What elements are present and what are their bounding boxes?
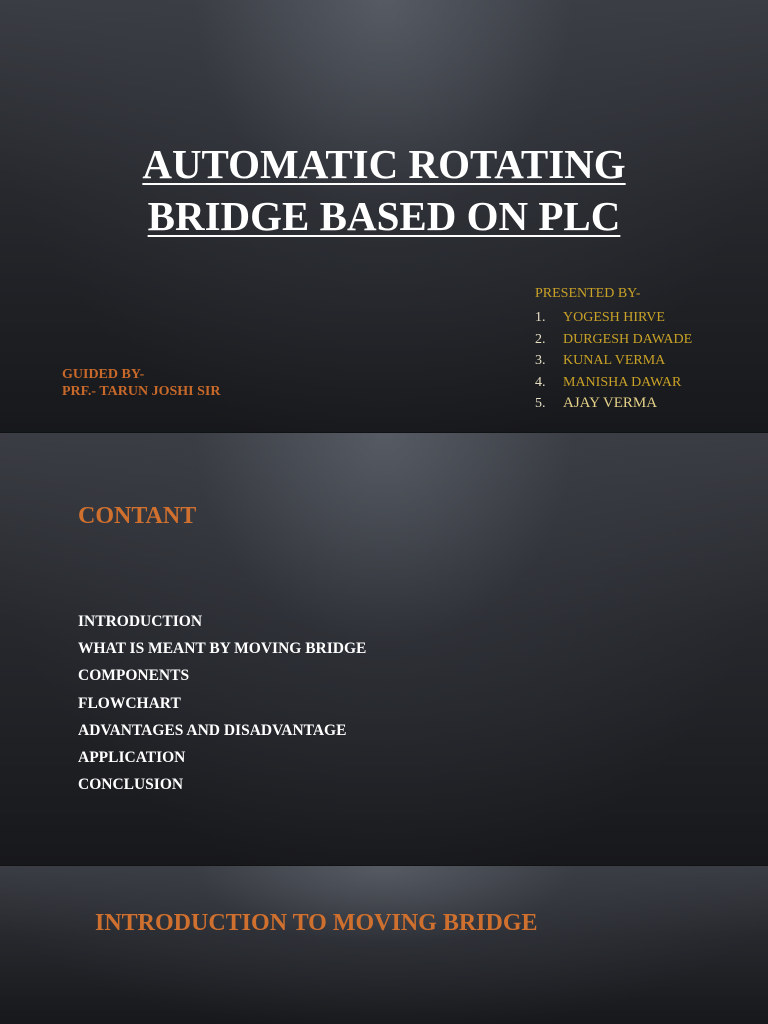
contents-item: COMPONENTS xyxy=(78,667,190,685)
contents-item: INTRODUCTION xyxy=(78,613,203,630)
presented-by-heading: PRESENTED BY- xyxy=(535,286,641,301)
presenter-name: DURGESH DAWADE xyxy=(563,331,693,347)
contents-item: CONCLUSION xyxy=(78,776,184,794)
contents-item: ADVANTAGES AND DISADVANTAGE xyxy=(78,721,347,739)
presenter-number: 3. xyxy=(535,353,546,368)
title-line-2: BRIDGE BASED ON PLC xyxy=(147,193,621,239)
contents-item: FLOWCHART xyxy=(78,694,181,712)
presenter-number: 2. xyxy=(535,331,546,347)
contents-heading: CONTANT xyxy=(78,503,197,529)
presenter-list: 1. YOGESH HIRVE 2. DURGESH DAWADE 3. KUN… xyxy=(535,307,692,415)
slide-contents: CONTANT INTRODUCTION WHAT IS MEANT BY MO… xyxy=(0,433,768,865)
presenter-name: KUNAL VERMA xyxy=(563,353,666,368)
presenter-number: 5. xyxy=(535,396,546,411)
presenter-number: 4. xyxy=(535,374,546,390)
presenter-number: 1. xyxy=(535,310,546,325)
presenter-item: 5. AJAY VERMA xyxy=(535,393,692,415)
guided-by-block: GUIDED BY- PRF.- TARUN JOSHI SIR xyxy=(62,366,220,400)
presenter-item: 3. KUNAL VERMA xyxy=(535,350,692,372)
contents-item: APPLICATION xyxy=(78,748,186,766)
introduction-heading: INTRODUCTION TO MOVING BRIDGE xyxy=(95,910,538,936)
contents-list: INTRODUCTION WHAT IS MEANT BY MOVING BRI… xyxy=(78,608,366,798)
presenter-item: 2. DURGESH DAWADE xyxy=(535,329,692,351)
presenter-item: 4. MANISHA DAWAR xyxy=(535,372,692,394)
slide-introduction: INTRODUCTION TO MOVING BRIDGE xyxy=(0,866,768,1024)
guide-name: PRF.- TARUN JOSHI SIR xyxy=(62,384,221,399)
contents-item: WHAT IS MEANT BY MOVING BRIDGE xyxy=(78,640,367,658)
presenter-name: AJAY VERMA xyxy=(563,395,658,411)
slide-title: AUTOMATIC ROTATING BRIDGE BASED ON PLC P… xyxy=(0,0,768,432)
title-line-1: AUTOMATIC ROTATING xyxy=(142,141,626,187)
presented-by-block: PRESENTED BY- 1. YOGESH HIRVE 2. DURGESH… xyxy=(535,286,692,415)
presenter-name: MANISHA DAWAR xyxy=(563,374,682,390)
presentation-title: AUTOMATIC ROTATING BRIDGE BASED ON PLC xyxy=(0,138,768,242)
presenter-name: YOGESH HIRVE xyxy=(563,310,665,325)
guided-by-heading: GUIDED BY- xyxy=(62,367,145,382)
presenter-item: 1. YOGESH HIRVE xyxy=(535,307,692,329)
